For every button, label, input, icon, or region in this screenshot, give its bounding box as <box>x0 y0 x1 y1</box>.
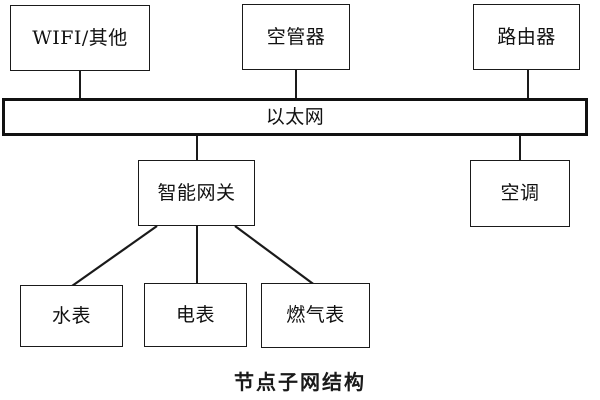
node-air-controller[interactable]: 空管器 <box>242 4 350 70</box>
node-water-meter[interactable]: 水表 <box>20 285 123 347</box>
node-electric-meter[interactable]: 电表 <box>144 283 247 347</box>
node-air-controller-label: 空管器 <box>266 25 326 48</box>
edge-gateway-gas-meter <box>234 225 317 287</box>
node-router[interactable]: 路由器 <box>473 4 580 70</box>
node-gateway-label: 智能网关 <box>157 181 236 204</box>
figure-caption: 节点子网结构 <box>234 370 366 394</box>
node-wifi[interactable]: WIFI/其他 <box>10 5 150 71</box>
node-wifi-label: WIFI/其他 <box>32 26 128 49</box>
node-ethernet-label: 以太网 <box>265 105 325 128</box>
node-air-conditioner-label: 空调 <box>500 182 540 204</box>
node-ethernet-backbone[interactable]: 以太网 <box>2 98 588 136</box>
edge-gateway-water-meter <box>71 225 158 287</box>
node-water-meter-label: 水表 <box>51 304 91 327</box>
node-gas-meter[interactable]: 燃气表 <box>261 283 370 348</box>
node-air-conditioner[interactable]: 空调 <box>470 160 570 227</box>
node-smart-gateway[interactable]: 智能网关 <box>138 160 255 226</box>
node-electric-meter-label: 电表 <box>175 303 215 326</box>
node-router-label: 路由器 <box>497 25 556 48</box>
node-gas-meter-label: 燃气表 <box>286 304 345 326</box>
